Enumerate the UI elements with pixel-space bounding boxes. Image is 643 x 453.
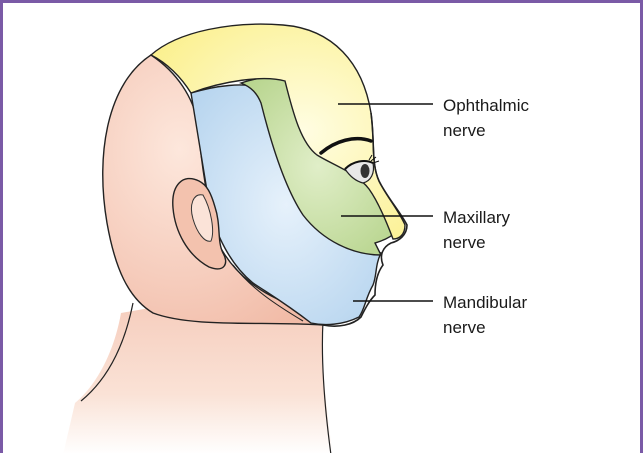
mandibular-label: Mandibular nerve <box>443 290 527 340</box>
ophthalmic-label-line1: Ophthalmic <box>443 93 529 118</box>
mandibular-label-line2: nerve <box>443 315 527 340</box>
maxillary-label-line1: Maxillary <box>443 205 510 230</box>
maxillary-label-line2: nerve <box>443 230 510 255</box>
ophthalmic-label: Ophthalmic nerve <box>443 93 529 143</box>
ophthalmic-label-line2: nerve <box>443 118 529 143</box>
maxillary-label: Maxillary nerve <box>443 205 510 255</box>
mandibular-label-line1: Mandibular <box>443 290 527 315</box>
head-illustration <box>3 3 640 453</box>
